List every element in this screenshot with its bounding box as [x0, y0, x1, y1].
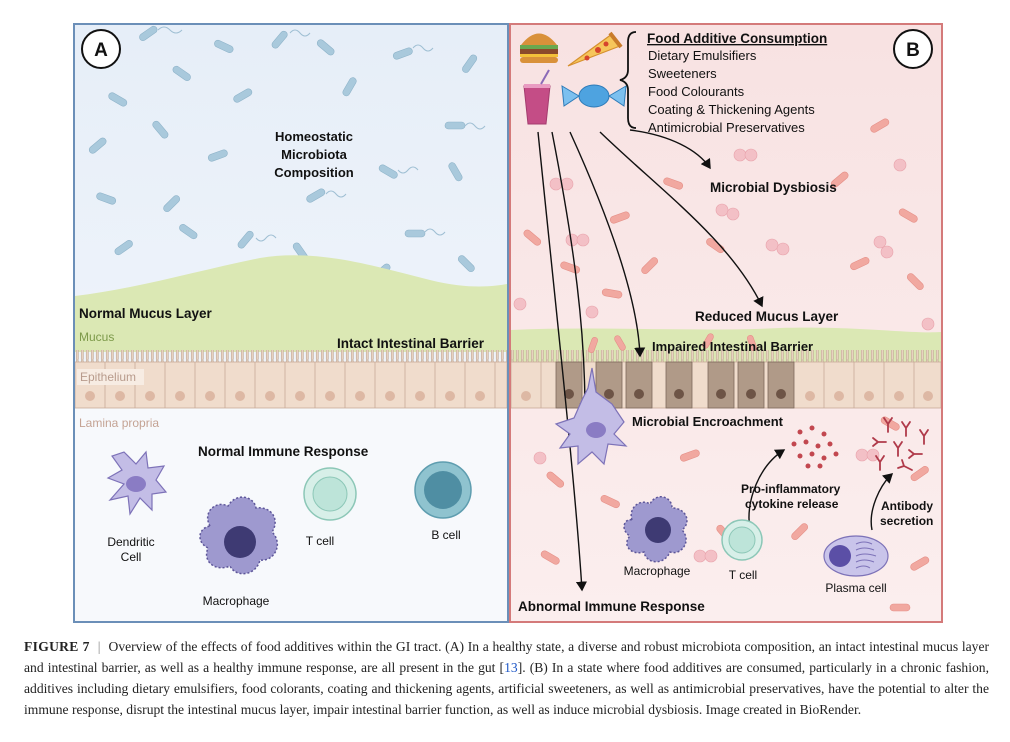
macrophage-b-icon [623, 496, 688, 563]
panel-a-epithelium [74, 361, 508, 409]
drink-icon [523, 69, 551, 125]
figure-caption: FIGURE 7 |Overview of the effects of food… [24, 636, 989, 720]
mucus-label: Mucus [79, 330, 114, 344]
t-cell-a-label: T cell [306, 534, 334, 548]
microbiota-label-line3: Composition [274, 165, 353, 180]
caption-separator: | [97, 639, 101, 654]
normal-mucus-title: Normal Mucus Layer [79, 306, 213, 321]
macrophage-a-label: Macrophage [203, 594, 270, 608]
b-cell-icon [414, 461, 472, 519]
panel-a: A Homeostatic Microbiota Composition Nor… [73, 23, 509, 623]
plasma-cell-icon [823, 535, 889, 577]
panel-b-epithelium [510, 361, 942, 409]
panel-b-microvilli [511, 350, 941, 362]
panel-b-background [510, 24, 942, 622]
figure-illustration: A Homeostatic Microbiota Composition Nor… [73, 23, 943, 623]
dendritic-cell-icon [106, 450, 168, 516]
macrophage-icon [199, 496, 278, 575]
abnormal-immune-title: Abnormal Immune Response [518, 599, 705, 614]
plasma-cell-label: Plasma cell [825, 581, 886, 595]
candy-icon [561, 84, 627, 108]
cytokine-label-line2: cytokine release [745, 497, 839, 511]
t-cell-b-label: T cell [729, 568, 757, 582]
additive-item-3: Coating & Thickening Agents [648, 102, 815, 117]
impaired-barrier-label: Impaired Intestinal Barrier [652, 339, 813, 354]
panel-b-border [509, 23, 943, 623]
panel-b-cocci [513, 148, 935, 563]
additive-item-0: Dietary Emulsifiers [648, 48, 757, 63]
additive-item-1: Sweeteners [648, 66, 717, 81]
cytokine-label-line1: Pro-inflammatory [741, 482, 841, 496]
panel-a-border [73, 23, 509, 623]
encroaching-bacteria [587, 333, 758, 353]
macrophage-b-label: Macrophage [624, 564, 691, 578]
dendritic-cell-b-icon [554, 367, 628, 466]
caption-reference-link[interactable]: 13 [504, 660, 518, 675]
pizza-icon [567, 31, 623, 67]
microbiota-label-line1: Homeostatic [275, 129, 353, 144]
additive-brace [619, 31, 637, 129]
normal-immune-title: Normal Immune Response [198, 444, 369, 459]
cytokine-particles [791, 425, 839, 469]
epithelium-label-bg [77, 369, 144, 385]
antibody-label-line2: secretion [880, 514, 933, 528]
panel-a-bacteria [88, 25, 478, 280]
t-cell-b-icon [721, 519, 763, 561]
encroachment-label: Microbial Encroachment [632, 414, 784, 429]
panel-a-microvilli [75, 350, 507, 362]
panel-a-badge: A [81, 29, 121, 69]
antibody-icons [872, 417, 929, 471]
reduced-mucus-label: Reduced Mucus Layer [695, 309, 839, 324]
figure-label: FIGURE 7 [24, 639, 90, 654]
t-cell-icon [303, 467, 357, 521]
additive-item-2: Food Colourants [648, 84, 745, 99]
dendritic-label-line1: Dendritic [107, 535, 154, 549]
burger-icon [520, 33, 558, 63]
epithelium-label: Epithelium [80, 370, 136, 384]
microbiota-label-line2: Microbiota [281, 147, 347, 162]
antibody-label-line1: Antibody [881, 499, 933, 513]
panel-a-mucus-layer [75, 255, 507, 352]
lamina-propria-label: Lamina propria [79, 416, 159, 430]
svg-text:B: B [906, 40, 920, 61]
intact-barrier-label: Intact Intestinal Barrier [337, 336, 485, 351]
consumption-title: Food Additive Consumption [647, 31, 827, 46]
additive-item-4: Antimicrobial Preservatives [648, 120, 805, 135]
panel-b-badge: B [893, 29, 933, 69]
svg-text:A: A [94, 40, 108, 61]
panel-a-flagella [157, 26, 486, 242]
dendritic-label-line2: Cell [121, 550, 142, 564]
panel-b: Food Additive Consumption Dietary Emulsi… [509, 23, 943, 623]
dysbiosis-label: Microbial Dysbiosis [710, 180, 837, 195]
caption-text-1: Overview of the effects of food additive… [24, 639, 990, 675]
b-cell-label: B cell [431, 528, 460, 542]
caption-text-2: ]. (B) In a state where food additives a… [24, 660, 989, 717]
